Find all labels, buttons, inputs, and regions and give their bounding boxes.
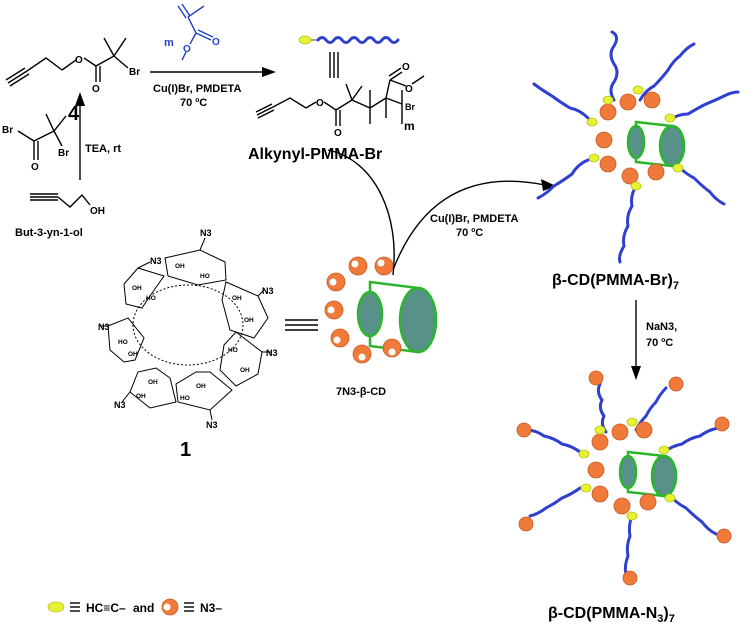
- svg-text:HO: HO: [180, 395, 190, 402]
- legend-alkyne-text: HC≡C–: [86, 601, 126, 615]
- monomer-o-carbonyl: O: [212, 37, 220, 48]
- equivalence-sign: [285, 319, 318, 331]
- svg-text:OH: OH: [240, 367, 250, 374]
- step2-conditions-line1: Cu(I)Br, PMDETA: [153, 83, 241, 95]
- step2-arrow: Cu(I)Br, PMDETA 70 ºC: [150, 67, 276, 109]
- monomer-structure: m O O: [164, 3, 220, 61]
- svg-text:HO: HO: [228, 347, 238, 354]
- product-n3-name: β-CD(PMMA-N3)7: [548, 605, 675, 625]
- step4-arrow: NaN3, 70 ºC: [631, 300, 677, 380]
- n3-cd-name: 7N3-β-CD: [336, 386, 386, 398]
- svg-text:OH: OH: [196, 383, 206, 390]
- cd-cylinder: [356, 280, 438, 354]
- svg-text:O: O: [334, 128, 342, 139]
- alkynyl-br: Br: [405, 102, 415, 112]
- cd-azide-2: N3: [150, 256, 162, 266]
- bromide-structure: Br Br O: [2, 113, 69, 173]
- butynol-name: But-3-yn-1-ol: [15, 227, 83, 239]
- svg-text:OH: OH: [175, 263, 185, 270]
- step3-conditions-line2: 70 ºC: [456, 227, 483, 239]
- star-br-cd-core: [586, 85, 686, 191]
- svg-text:O: O: [316, 98, 324, 109]
- svg-text:O: O: [75, 55, 83, 66]
- cd-azide-4: N3: [98, 322, 110, 332]
- star-br-chains: [532, 30, 740, 264]
- step4-conditions-line1: NaN3,: [646, 321, 677, 333]
- svg-text:OH: OH: [232, 295, 242, 302]
- step4-conditions-line2: 70 ºC: [646, 337, 673, 349]
- star-n3-end-azides: [516, 370, 732, 586]
- svg-text:HO: HO: [146, 295, 156, 302]
- beta-cd-structure: N3 N3 N3 N3 N3 N3 N3 OH HO OH OH HO OH O…: [98, 228, 278, 461]
- star-n3-cd-core: [578, 417, 678, 521]
- monomer-m: m: [164, 37, 174, 49]
- compound-4-structure: O O Br 4: [5, 37, 140, 125]
- star-pmma-br: [532, 30, 740, 264]
- svg-text:OH: OH: [132, 285, 142, 292]
- alkynyl-name: Alkynyl-PMMA-Br: [248, 146, 382, 163]
- star-pmma-n3: [516, 370, 732, 586]
- legend-and: and: [133, 601, 154, 615]
- svg-text:O: O: [402, 62, 410, 73]
- azide-groups: [324, 256, 402, 364]
- star-n3-chains: [524, 382, 720, 576]
- bromide-br-left: Br: [2, 125, 13, 136]
- step3-conditions-line1: Cu(I)Br, PMDETA: [430, 213, 518, 225]
- legend: HC≡C– and N3–: [47, 598, 222, 616]
- bromide-br-right: Br: [58, 148, 69, 159]
- bromide-o: O: [31, 162, 39, 173]
- n3-cd-cartoon: 7N3-β-CD: [324, 256, 438, 398]
- monomer-o-ester: O: [183, 44, 191, 55]
- compound-4-number: 4: [68, 103, 80, 125]
- butynol-oh: OH: [90, 206, 105, 217]
- legend-azide-icon: [161, 598, 179, 616]
- alkynyl-m: m: [404, 119, 415, 133]
- cd-azide-3: N3: [262, 286, 274, 296]
- svg-text:HO: HO: [200, 273, 210, 280]
- compound-4-br: Br: [129, 67, 140, 78]
- cd-structure-number: 1: [180, 439, 191, 461]
- step2-conditions-line2: 70 ºC: [180, 97, 207, 109]
- svg-text:HO: HO: [118, 339, 128, 346]
- cd-azide-1: N3: [200, 228, 212, 238]
- svg-text:OH: OH: [148, 379, 158, 386]
- svg-text:O: O: [92, 84, 100, 95]
- step1-arrow: TEA, rt: [75, 92, 121, 180]
- alkynyl-pmma-structure: O O O O Br m Alkynyl-PMMA-Br: [248, 62, 425, 163]
- step1-reagent: TEA, rt: [85, 143, 121, 155]
- step3-arrow: Cu(I)Br, PMDETA 70 ºC: [327, 149, 556, 276]
- legend-alkyne-icon: [47, 601, 65, 613]
- butynol-structure: OH But-3-yn-1-ol: [15, 193, 105, 239]
- cd-azide-6: N3: [114, 400, 126, 410]
- svg-text:OH: OH: [136, 393, 146, 400]
- alkynyl-pmma-cartoon: [298, 35, 400, 78]
- product-br-name: β-CD(PMMA-Br)7: [552, 272, 679, 292]
- cd-azide-5: N3: [266, 348, 278, 358]
- svg-text:O: O: [405, 84, 413, 95]
- svg-text:OH: OH: [244, 317, 254, 324]
- legend-azide-text: N3–: [200, 601, 222, 615]
- cd-azide-7: N3: [206, 420, 218, 430]
- svg-text:OH: OH: [128, 351, 138, 358]
